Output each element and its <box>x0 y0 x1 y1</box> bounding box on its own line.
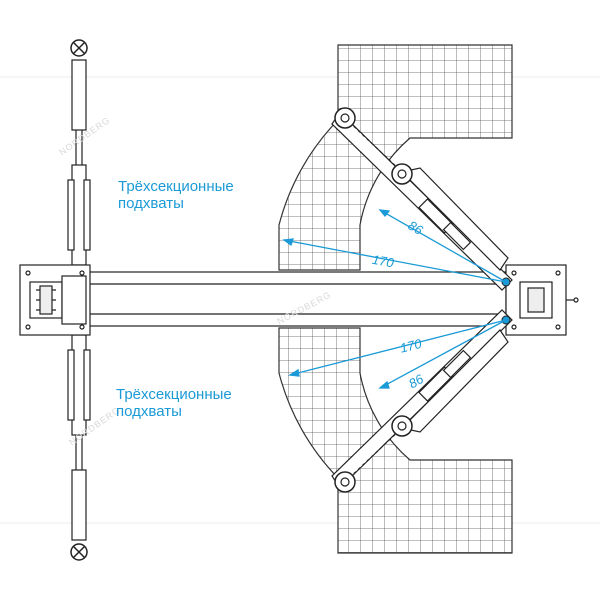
label-upper-line-2: подхваты <box>118 195 184 212</box>
left-column-rail <box>67 59 91 541</box>
label-lower-line-1: Трёхсекционные <box>116 386 232 403</box>
lift-pad-upper-inner <box>391 163 413 185</box>
main-beam <box>85 271 507 327</box>
left-column-base <box>19 264 91 336</box>
dimension-lines <box>282 209 507 389</box>
label-upper-pads: Трёхсекционные подхваты <box>118 178 234 212</box>
rail-end-wheel-top <box>70 39 88 57</box>
lower-swing-area <box>278 327 513 554</box>
dim-lower-outer: 170 <box>398 336 423 356</box>
lower-swing-arm <box>331 309 513 489</box>
right-column-base <box>505 264 579 336</box>
label-upper-line-1: Трёхсекционные <box>118 178 234 195</box>
label-lower-pads: Трёхсекционные подхваты <box>116 386 232 420</box>
upper-swing-area <box>278 44 513 271</box>
lift-pad-lower-inner <box>391 415 413 437</box>
rail-end-wheel-bottom <box>70 543 88 561</box>
lift-pad-upper-outer <box>334 107 356 129</box>
lift-pad-lower-outer <box>334 471 356 493</box>
dim-upper-outer: 170 <box>371 252 396 271</box>
label-lower-line-2: подхваты <box>116 403 182 420</box>
